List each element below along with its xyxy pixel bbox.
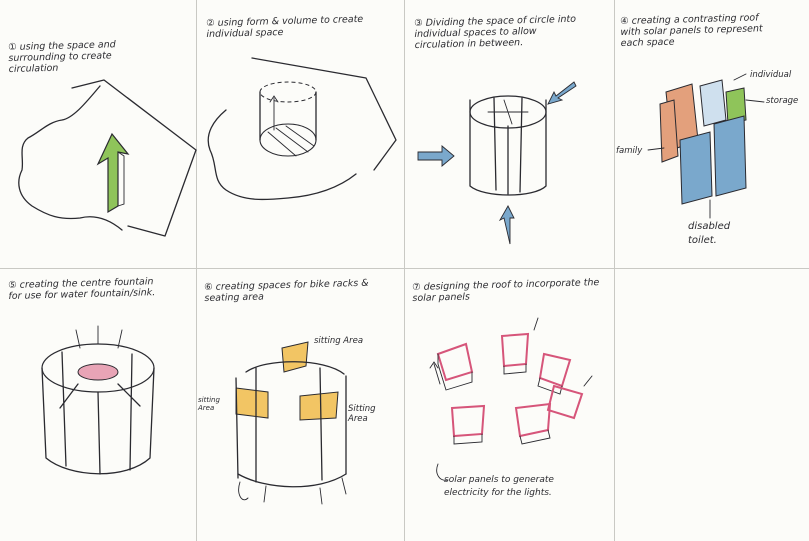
panel-7-sketch	[404, 268, 614, 541]
panel-1-sketch	[0, 0, 196, 268]
panel-5-sketch	[0, 268, 196, 541]
panel-5: ⑤ creating the centre fountain for use f…	[0, 268, 196, 541]
panel-6: ⑥ creating spaces for bike racks & seati…	[196, 268, 404, 541]
label-sitting-left: sitting Area	[198, 396, 228, 412]
label-sitting-right: Sitting Area	[348, 404, 384, 424]
label-sitting-top: sitting Area	[314, 336, 363, 346]
label-individual: individual	[750, 70, 791, 80]
panel-4: ④ creating a contrasting roof with solar…	[614, 0, 809, 268]
label-disabled-toilet: disabled toilet.	[688, 220, 758, 248]
panel-1: ① using the space and surrounding to cre…	[0, 0, 196, 268]
label-storage: storage	[766, 96, 798, 106]
panel-2-sketch	[196, 0, 404, 268]
panel-7: ⑦ designing the roof to incorporate the …	[404, 268, 614, 541]
panel-3-sketch	[404, 0, 614, 268]
label-family: family	[616, 146, 642, 156]
panel-3: ③ Dividing the space of circle into indi…	[404, 0, 614, 268]
arrow-icon	[418, 146, 454, 166]
label-solar-panels: solar panels to generate electricity for…	[444, 474, 594, 500]
panel-2: ② using form & volume to create individu…	[196, 0, 404, 268]
